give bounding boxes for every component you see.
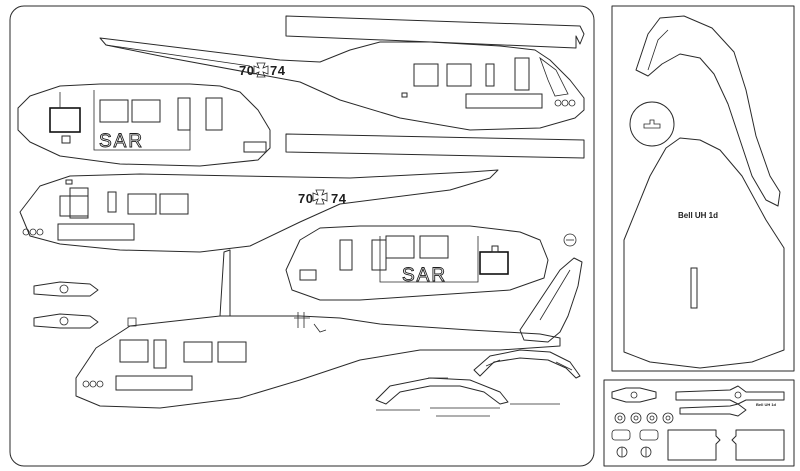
canopy-dome-circle	[629, 101, 675, 147]
sar-marking-left: SAR	[99, 131, 144, 152]
registration-right-top: 74	[270, 63, 286, 78]
fuselage-middle-left	[19, 169, 499, 253]
main-panel	[9, 5, 595, 467]
right-lower-panel	[603, 379, 795, 467]
rotor-blade-strip-middle	[285, 133, 585, 159]
rotor-blade-strip-top	[285, 15, 585, 49]
canopy-shape	[635, 15, 781, 207]
rotor-hub-strip	[675, 385, 785, 405]
registration-left-middle: 70	[298, 191, 313, 206]
right-upper-panel	[611, 5, 795, 372]
skid-strut-part-1	[33, 281, 99, 297]
model-label-small: Bell UH 1d	[756, 402, 777, 407]
tail-fin	[519, 257, 583, 343]
model-label-large: Bell UH 1d	[678, 211, 718, 220]
sar-cabin-right	[285, 225, 577, 301]
fuselage-lower-mast	[75, 249, 561, 409]
registration-right-middle: 74	[331, 191, 347, 206]
skid-rail-strips	[376, 403, 560, 417]
registration-left-top: 70	[239, 63, 254, 78]
fuselage-top-right	[99, 37, 585, 131]
washer-discs-row	[614, 412, 674, 424]
cabin-floor-plate	[623, 137, 785, 369]
clip-parts	[611, 429, 659, 458]
tail-rotor-part	[611, 387, 657, 403]
skid-strut-part-2	[33, 313, 99, 329]
sar-marking-right: SAR	[402, 265, 447, 286]
small-blade-strip	[679, 403, 747, 417]
landing-skid-arc-right	[473, 349, 581, 379]
side-plate-parts	[667, 429, 785, 461]
sar-cabin-left	[17, 83, 271, 167]
landing-skid-arc-left	[375, 377, 509, 405]
